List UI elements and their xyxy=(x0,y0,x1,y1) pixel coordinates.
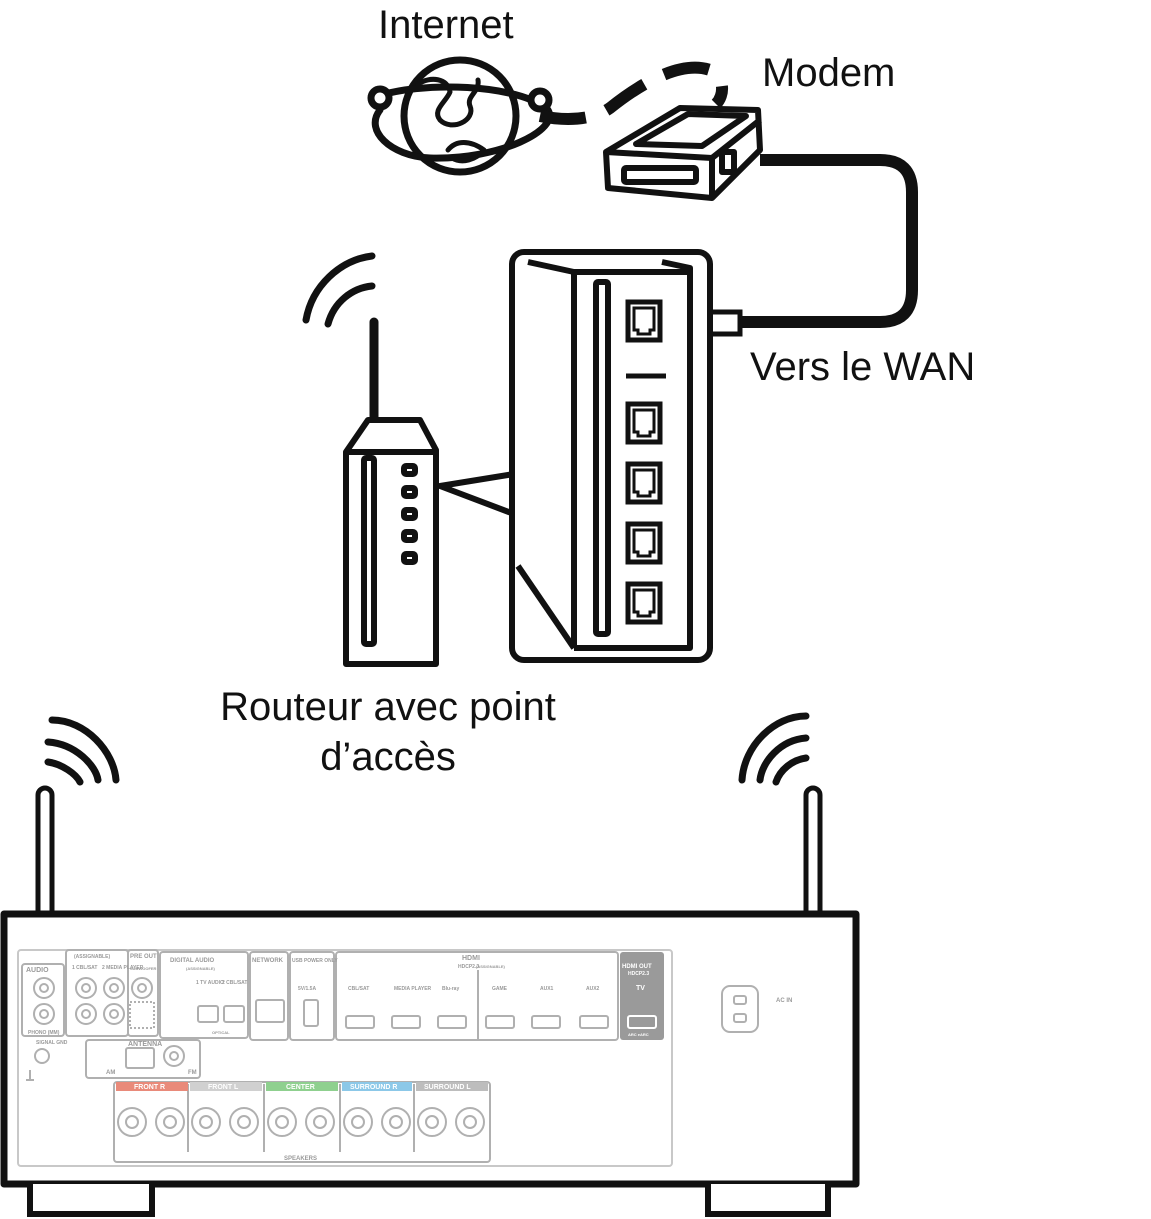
panel-tv-audio: 1 TV AUDIO xyxy=(196,980,224,986)
panel-usb: USB POWER ONLY xyxy=(292,958,338,964)
internet-link xyxy=(538,61,728,125)
router-label-line-1: Routeur avec point xyxy=(220,685,556,729)
router-ports-callout xyxy=(509,249,713,663)
router-callout-pointer xyxy=(437,471,516,517)
panel-speakers-label: SPEAKERS xyxy=(284,1156,317,1162)
speaker-bar-center xyxy=(266,1082,338,1091)
ethernet-port-lan-3 xyxy=(625,521,663,565)
router-label: Routeur avec point d’accès xyxy=(200,682,576,782)
panel-antenna: ANTENNA xyxy=(128,1041,162,1048)
receiver-wifi-left-icon xyxy=(44,716,120,786)
panel-ac-in: AC IN xyxy=(776,998,792,1004)
panel-media-player: 2 MEDIA PLAYER xyxy=(102,965,144,971)
wan-label: Vers le WAN xyxy=(750,345,976,389)
panel-signal-gnd: SIGNAL GND xyxy=(36,1040,68,1046)
globe-icon xyxy=(367,56,553,176)
router-label-line-2: d’accès xyxy=(320,735,456,779)
panel-hdcp-in: HDCP2.3 xyxy=(458,964,479,970)
panel-fm: FM xyxy=(188,1070,197,1076)
modem-label: Modem xyxy=(762,51,896,95)
panel-subwoofer: SUBWOOFER xyxy=(130,966,157,971)
panel-hdcp-out: HDCP2.3 xyxy=(628,971,649,977)
panel-pre-out: PRE OUT xyxy=(130,954,157,960)
modem-icon xyxy=(603,105,763,201)
wifi-signal-icon xyxy=(302,252,376,328)
panel-hdmi-in: HDMI xyxy=(462,955,480,962)
panel-optical: OPTICAL xyxy=(212,1030,230,1035)
speaker-bar-front-l xyxy=(190,1082,262,1091)
panel-arc: ARC eARC xyxy=(628,1032,649,1037)
panel-network: NETWORK xyxy=(252,958,284,964)
panel-cbl-sat: 1 CBL/SAT xyxy=(72,965,97,971)
panel-am: AM xyxy=(106,1070,115,1076)
panel-hdmi-input-4: GAME xyxy=(492,986,508,992)
panel-digital-audio: DIGITAL AUDIO xyxy=(170,958,215,964)
router-icon xyxy=(343,317,439,667)
panel-usb-rating: 5V/1.5A xyxy=(298,986,316,992)
panel-tv: TV xyxy=(636,985,645,992)
speaker-bar-front-r xyxy=(116,1082,188,1091)
ethernet-port-lan-2 xyxy=(625,461,663,505)
panel-digital-assignable: (ASSIGNABLE) xyxy=(186,966,216,971)
panel-hdmi-input-6: AUX2 xyxy=(586,986,600,992)
panel-hdmi-input-5: AUX1 xyxy=(540,986,554,992)
ethernet-port-wan xyxy=(625,299,663,343)
panel-hdmi-input-1: CBL/SAT xyxy=(348,986,369,992)
receiver-wifi-right-icon xyxy=(738,712,810,786)
speaker-bar-surround-r xyxy=(342,1082,412,1091)
panel-hdmi-out: HDMI OUT xyxy=(622,964,652,970)
ethernet-port-lan-1 xyxy=(625,401,663,445)
wan-cable xyxy=(740,154,918,328)
panel-speaker-front-l: FRONT L xyxy=(208,1084,239,1091)
panel-cbl-sat-2: 2 CBL/SAT xyxy=(222,980,247,986)
panel-speaker-surround-l: SURROUND L xyxy=(424,1084,471,1091)
speaker-bar-surround-l xyxy=(416,1082,488,1091)
ethernet-port-lan-4 xyxy=(625,581,663,625)
panel-hdmi-input-2: MEDIA PLAYER xyxy=(394,986,432,992)
panel-speaker-center: CENTER xyxy=(286,1084,315,1091)
panel-hdmi-assignable: (ASSIGNABLE) xyxy=(476,964,506,969)
panel-hdmi-input-3: Blu-ray xyxy=(442,986,459,992)
panel-audio-label: AUDIO xyxy=(26,967,49,974)
internet-label: Internet xyxy=(378,3,514,47)
panel-audio-assignable: (ASSIGNABLE) xyxy=(74,954,110,960)
panel-speaker-surround-r: SURROUND R xyxy=(350,1084,397,1091)
panel-phono: PHONO (MM) xyxy=(28,1030,60,1036)
panel-speaker-front-r: FRONT R xyxy=(134,1084,165,1091)
